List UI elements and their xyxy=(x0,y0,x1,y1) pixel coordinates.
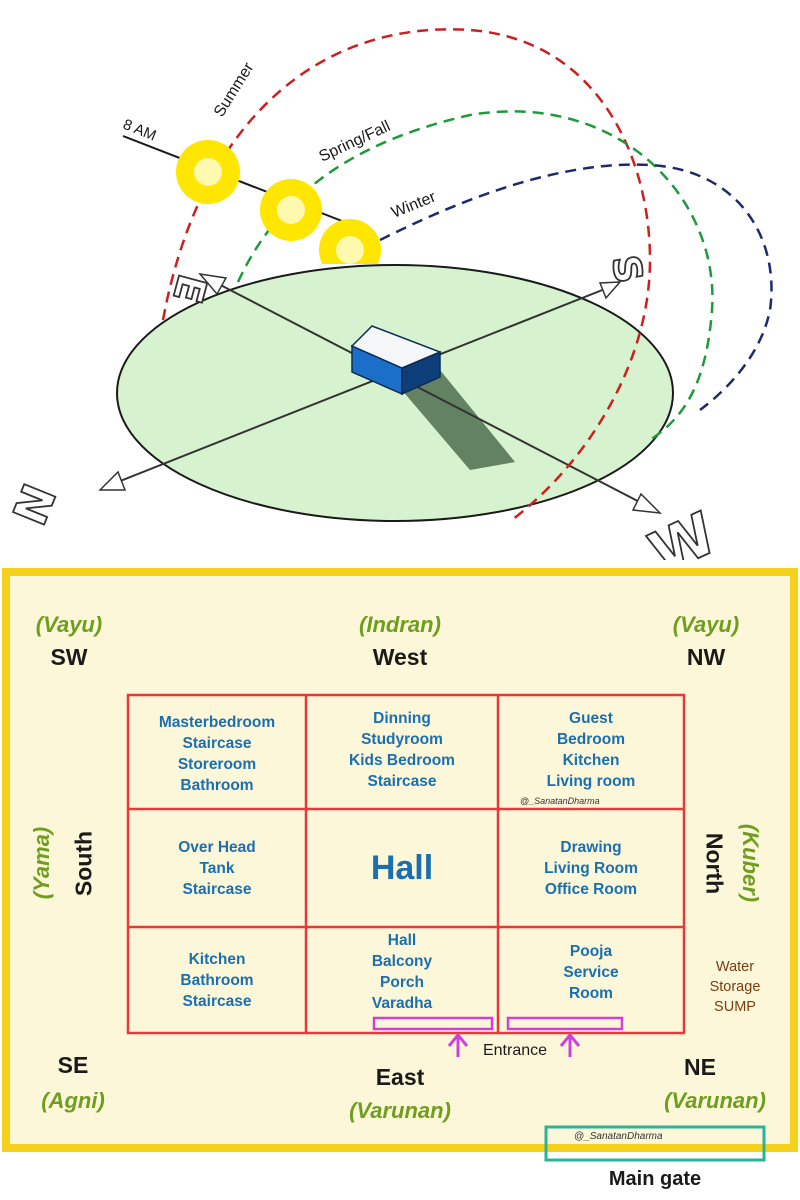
east-direction: East xyxy=(375,1064,425,1090)
time-label: 8 AM xyxy=(121,116,159,145)
sw-deity: (Vayu) xyxy=(35,612,103,637)
room-bottom-center: Hall Balcony Porch Varadha xyxy=(371,932,433,1012)
west-deity: (Indran) xyxy=(359,612,441,637)
arrowhead-north xyxy=(98,470,127,491)
ne-direction: NE xyxy=(684,1054,716,1080)
se-direction: SE xyxy=(57,1052,89,1078)
ne-deity: (Varunan) xyxy=(664,1088,766,1113)
room-top-left: Masterbedroom Staircase Storeroom Bathro… xyxy=(158,714,276,794)
watermark-grid: @_SanatanDharma xyxy=(520,796,600,806)
east-deity: (Varunan) xyxy=(349,1098,451,1123)
main-gate-label: Main gate xyxy=(608,1168,702,1190)
compass-north-label: N xyxy=(3,477,67,533)
sun-icon-winter xyxy=(319,219,381,264)
room-middle-left: Over Head Tank Staircase xyxy=(178,838,256,898)
north-direction: North xyxy=(701,832,728,895)
arrowhead-south xyxy=(598,281,622,300)
sun-path-diagram: 8 AM Summer Spring/Fall Winter E S N W xyxy=(2,28,773,560)
entrance-label: Entrance xyxy=(482,1042,548,1059)
compass-south-label: S xyxy=(603,252,651,287)
sw-direction: SW xyxy=(50,644,88,670)
se-deity: (Agni) xyxy=(41,1088,105,1113)
room-grid xyxy=(126,693,686,1035)
entrance-marker-left xyxy=(372,1016,494,1031)
sun-icon-spring-fall xyxy=(260,179,322,241)
north-south-axis xyxy=(104,284,616,488)
room-top-center: Dinning Studyroom Kids Bedroom Staircase xyxy=(349,710,455,790)
south-direction: South xyxy=(70,830,97,897)
summer-arc xyxy=(161,28,652,521)
nw-deity: (Vayu) xyxy=(672,612,740,637)
entrance-marker-right xyxy=(506,1016,624,1031)
room-middle-right: Drawing Living Room Office Room xyxy=(544,838,638,898)
sun-icon-summer xyxy=(176,140,240,204)
room-center-hall: Hall xyxy=(370,849,434,887)
entrance-arrow-right-icon xyxy=(559,1032,581,1057)
ground-disc xyxy=(116,264,674,522)
arrowhead-east xyxy=(198,272,228,296)
nw-direction: NW xyxy=(686,644,726,670)
room-bottom-left: Kitchen Bathroom Staircase xyxy=(180,950,254,1010)
entrance-arrow-left-icon xyxy=(447,1032,469,1057)
spring-fall-label: Spring/Fall xyxy=(317,118,394,166)
north-deity: (Kuber) xyxy=(738,823,763,903)
winter-arc xyxy=(379,163,773,411)
room-bottom-right: Pooja Service Room xyxy=(563,942,619,1002)
south-deity: (Yama) xyxy=(29,826,54,900)
water-storage-sump: Water Storage SUMP xyxy=(709,959,761,1015)
west-direction: West xyxy=(372,644,428,670)
east-west-axis xyxy=(204,276,656,511)
vastu-plan: (Vayu) SW (Indran) West (Vayu) NW (Yama)… xyxy=(0,560,800,1200)
house-icon xyxy=(350,325,443,396)
main-gate-box xyxy=(544,1125,766,1162)
watermark-gate: @_SanatanDharma xyxy=(574,1131,663,1142)
summer-label: Summer xyxy=(211,59,258,120)
plan-frame xyxy=(0,560,800,1200)
arrowhead-west xyxy=(631,492,663,514)
spring-fall-arc xyxy=(236,110,714,442)
room-top-right: Guest Bedroom Kitchen Living room xyxy=(546,710,636,790)
house-shadow xyxy=(395,370,515,470)
